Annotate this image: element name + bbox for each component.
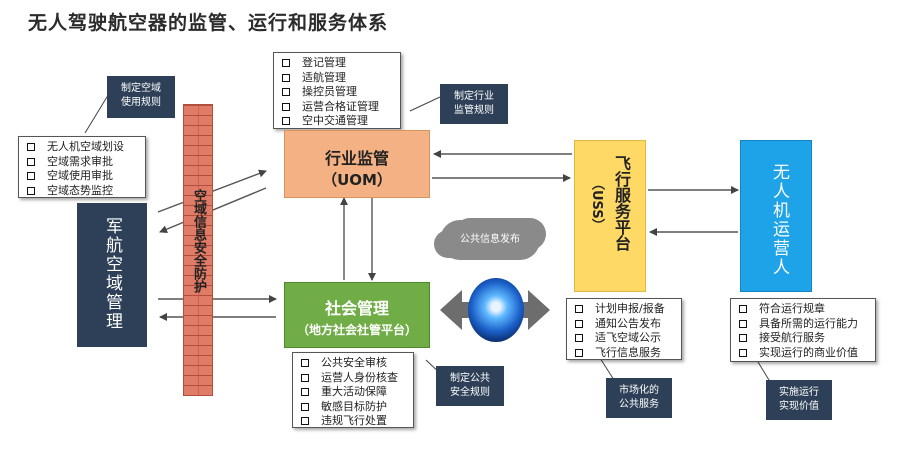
list-item: 空中交通管理 bbox=[282, 114, 392, 129]
list-item: 敏感目标防护 bbox=[301, 400, 405, 415]
cloud-label: 公共信息发布 bbox=[460, 234, 520, 245]
list-item: 计划申报/报备 bbox=[575, 302, 673, 317]
callout-realize-value: 实施运行 实现价值 bbox=[766, 380, 832, 420]
list-item: 符合运行规章 bbox=[739, 302, 867, 317]
operator-list: 符合运行规章 具备所需的运行能力 接受航行服务 实现运行的商业价值 bbox=[730, 298, 876, 362]
uss-label: 飞行服务平台 bbox=[612, 155, 631, 251]
list-item: 运营人身份核查 bbox=[301, 371, 405, 386]
list-item: 接受航行服务 bbox=[739, 331, 867, 346]
list-item: 适航管理 bbox=[282, 71, 392, 86]
military-airspace-box: 军航空域管理 bbox=[77, 203, 147, 347]
list-item: 公共安全审核 bbox=[301, 356, 405, 371]
society-label: 社会管理 bbox=[324, 299, 389, 318]
cloud-public-info: 公共信息发布 bbox=[440, 220, 540, 260]
military-airspace-label: 军航空域管理 bbox=[102, 217, 122, 331]
network-globe-image bbox=[468, 278, 524, 342]
operator-label: 无人机运营人 bbox=[769, 163, 789, 277]
list-item: 无人机空域划设 bbox=[27, 140, 137, 155]
uss-list: 计划申报/报备 通知公告发布 适飞空域公示 飞行信息服务 bbox=[566, 298, 682, 360]
list-item: 飞行信息服务 bbox=[575, 346, 673, 361]
leader-market-service bbox=[599, 357, 615, 381]
society-list: 公共安全审核 运营人身份核查 重大活动保障 敏感目标防护 违规飞行处置 bbox=[292, 352, 414, 428]
firewall-wall: 空域信息安全防护 bbox=[183, 104, 213, 396]
list-item: 登记管理 bbox=[282, 56, 392, 71]
list-item: 空域使用审批 bbox=[27, 169, 137, 184]
list-item: 具备所需的运行能力 bbox=[739, 317, 867, 332]
callout-industry-rules: 制定行业 监管规则 bbox=[440, 84, 508, 124]
callout-public-rules: 制定公共 安全规则 bbox=[436, 366, 504, 406]
society-sub-label: （地方社会社管平台） bbox=[296, 323, 417, 337]
list-item: 适飞空域公示 bbox=[575, 331, 673, 346]
list-item: 违规飞行处置 bbox=[301, 414, 405, 429]
callout-airspace-rules: 制定空域 使用规则 bbox=[107, 76, 175, 118]
leader-industry-rules bbox=[409, 96, 441, 112]
callout-market-service: 市场化的 公共服务 bbox=[606, 378, 672, 418]
page-title: 无人驾驶航空器的监管、运行和服务体系 bbox=[28, 12, 389, 34]
arrow-uom-to-military bbox=[159, 187, 267, 234]
list-item: 空域态势监控 bbox=[27, 184, 137, 199]
list-item: 操控员管理 bbox=[282, 85, 392, 100]
uom-label: 行业监管 bbox=[324, 149, 389, 168]
list-item: 通知公告发布 bbox=[575, 317, 673, 332]
uss-box: 飞行服务平台 （USS） bbox=[574, 140, 646, 292]
firewall-label: 空域信息安全防护 bbox=[191, 189, 206, 293]
uom-box: 行业监管 （UOM） bbox=[284, 130, 430, 198]
list-item: 空域需求审批 bbox=[27, 155, 137, 170]
list-item: 运营合格证管理 bbox=[282, 100, 392, 115]
uom-sub-label: （UOM） bbox=[322, 171, 392, 189]
list-item: 重大活动保障 bbox=[301, 385, 405, 400]
operator-box: 无人机运营人 bbox=[740, 140, 812, 292]
leader-airspace-rules bbox=[84, 91, 111, 134]
list-item: 实现运行的商业价值 bbox=[739, 346, 867, 361]
uom-list: 登记管理 适航管理 操控员管理 运营合格证管理 空中交通管理 bbox=[273, 52, 401, 129]
society-box: 社会管理 （地方社会社管平台） bbox=[284, 282, 430, 348]
airspace-list: 无人机空域划设 空域需求审批 空域使用审批 空域态势监控 bbox=[18, 136, 146, 198]
uss-sub-label: （USS） bbox=[589, 177, 604, 232]
